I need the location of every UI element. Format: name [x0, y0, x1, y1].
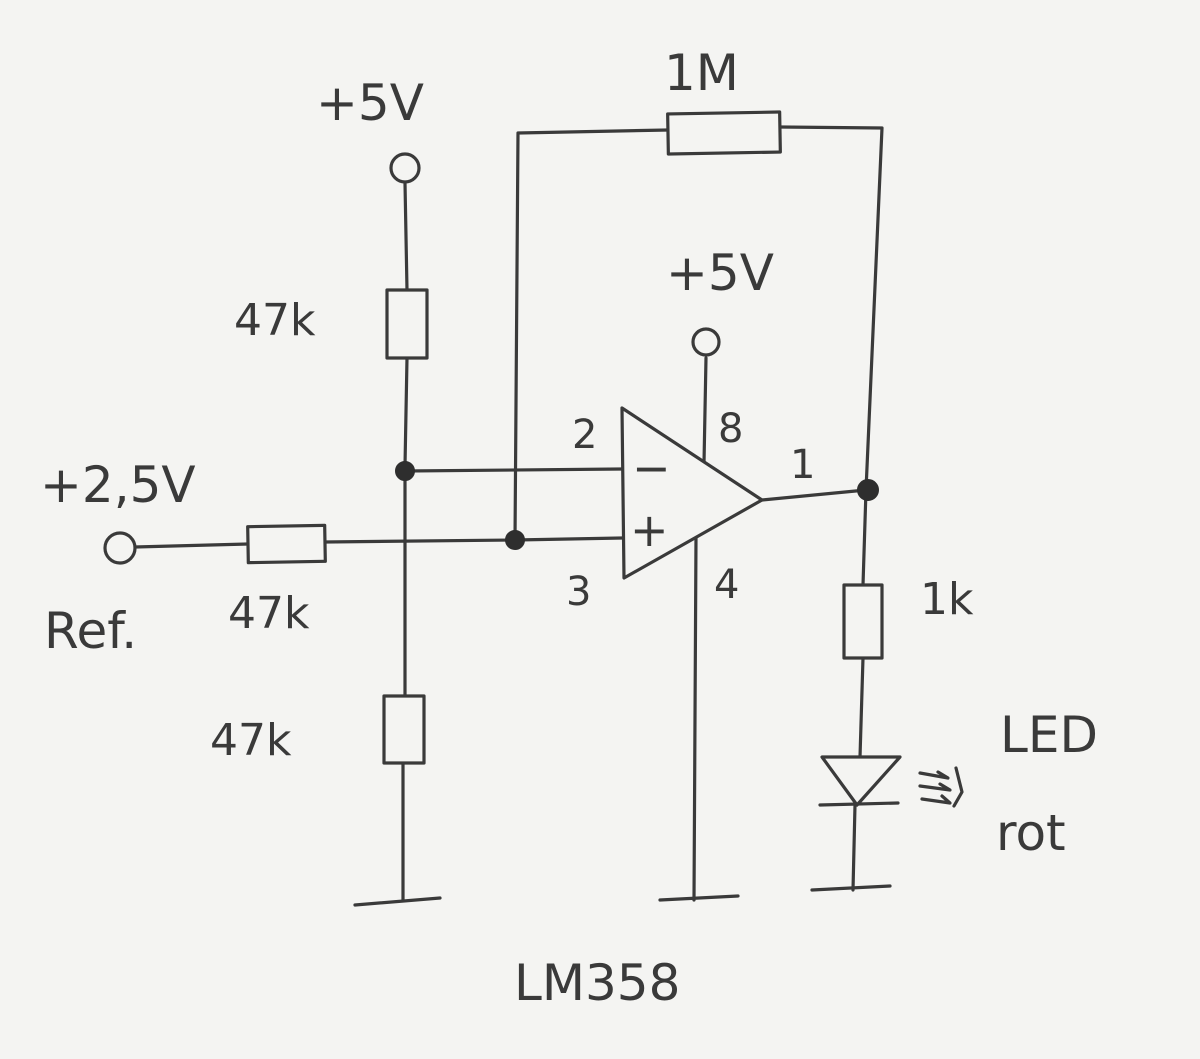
- resistor-lower-47k: [382, 694, 426, 765]
- terminal-supply-top: [389, 152, 421, 184]
- ground-symbol-left: [353, 896, 442, 907]
- wire-output-to-led-res: [861, 488, 868, 587]
- junction-inverting-node: [395, 461, 415, 481]
- wire-feedback-left: [513, 128, 670, 542]
- led-light-arrows: [918, 766, 964, 808]
- wire-ref-right: [323, 538, 517, 544]
- led-symbol: [818, 755, 902, 807]
- resistor-ref-47k: [246, 523, 327, 565]
- wire-inverting-input: [403, 467, 624, 473]
- opamp-triangle: [620, 406, 764, 580]
- ground-symbol-middle: [658, 894, 740, 902]
- label-pin-output: 1: [790, 442, 815, 488]
- wire-opamp-vcc: [702, 356, 708, 465]
- label-pin-vcc: 8: [718, 406, 743, 452]
- junction-noninverting-node: [505, 530, 525, 550]
- label-sign-plus: +: [630, 503, 669, 557]
- label-upper-resistor: 47k: [234, 295, 316, 346]
- terminal-opamp-supply: [691, 327, 721, 357]
- wire-opamp-gnd: [692, 535, 698, 902]
- label-feedback-resistor: 1M: [664, 44, 739, 102]
- resistor-led-1k: [842, 583, 884, 660]
- wire-opamp-output: [760, 488, 868, 502]
- label-pin-noninverting: 3: [566, 569, 591, 615]
- wire-feedback-right: [778, 125, 884, 492]
- label-ic-name: LM358: [514, 954, 680, 1012]
- label-pin-inverting: 2: [572, 412, 597, 458]
- resistor-upper-47k: [385, 288, 429, 360]
- label-led: LED: [1000, 706, 1098, 764]
- label-pin-gnd: 4: [714, 562, 739, 608]
- label-opamp-supply: +5V: [666, 244, 774, 302]
- label-led-color: rot: [996, 804, 1066, 862]
- label-ref-resistor: 47k: [228, 588, 310, 639]
- label-sign-minus: −: [632, 441, 671, 495]
- wire-led-res-to-led: [858, 656, 865, 759]
- label-supply-top: +5V: [316, 74, 424, 132]
- wire-supply-top: [403, 181, 409, 292]
- label-ref-voltage: +2,5V: [40, 456, 196, 514]
- ground-symbol-right: [810, 884, 892, 892]
- junction-output-node: [857, 479, 879, 501]
- wire-ref-left: [133, 542, 250, 549]
- label-ref-name: Ref.: [44, 602, 137, 660]
- wire-led-to-ground: [851, 803, 857, 892]
- wire-noninverting-input: [513, 536, 624, 542]
- terminal-ref-input: [103, 531, 137, 565]
- label-led-resistor: 1k: [920, 574, 974, 625]
- label-lower-resistor: 47k: [210, 715, 292, 766]
- wire-upper-res-to-node: [403, 356, 409, 468]
- resistor-feedback-1m: [666, 110, 782, 156]
